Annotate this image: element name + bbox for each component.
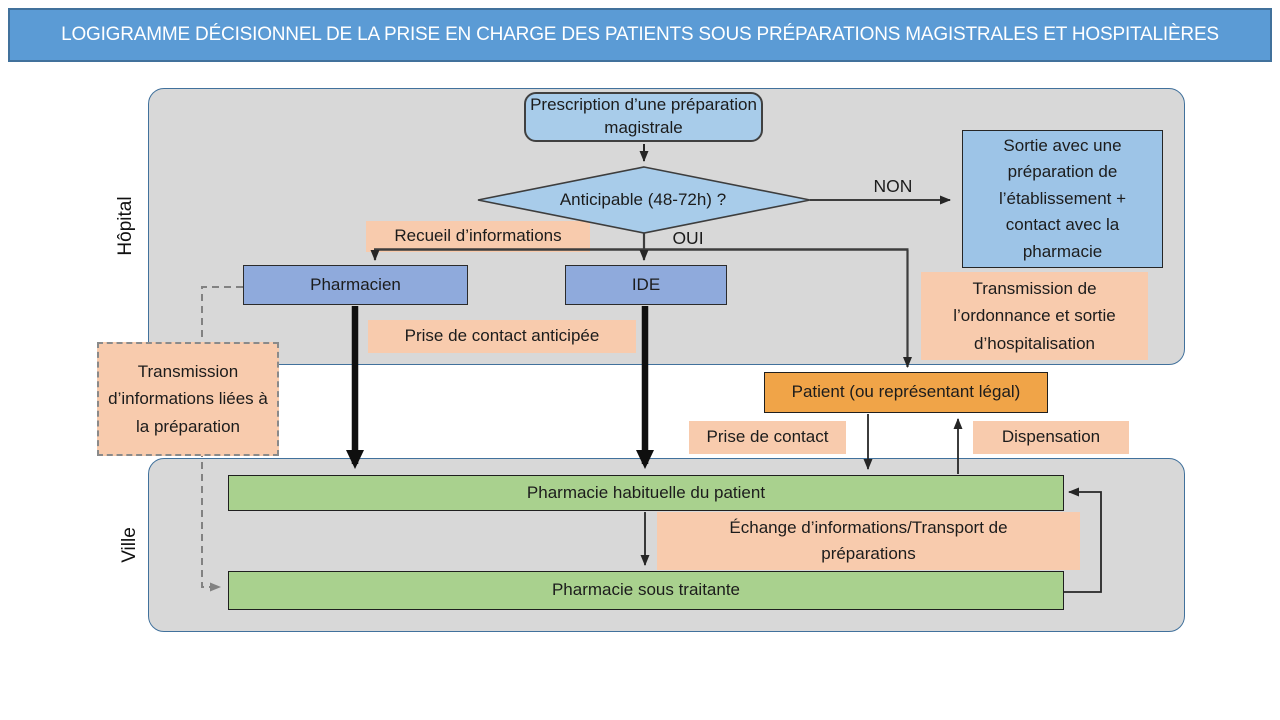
node-pharmacie-habituelle: Pharmacie habituelle du patient bbox=[228, 475, 1064, 511]
label-echange-informations-transport: Échange d’informations/Transport de prép… bbox=[657, 512, 1080, 570]
swimlane-label-ville: Ville bbox=[119, 527, 140, 563]
node-ide: IDE bbox=[565, 265, 727, 305]
node-prescription: Prescription d’une préparation magistral… bbox=[524, 92, 763, 142]
label-prise-de-contact-anticipee: Prise de contact anticipée bbox=[368, 320, 636, 353]
decision-diamond-label: Anticipable (48-72h) ? bbox=[559, 189, 727, 209]
node-patient: Patient (ou représentant légal) bbox=[764, 372, 1048, 413]
node-pharmacien: Pharmacien bbox=[243, 265, 468, 305]
label-transmission-ordonnance: Transmission de l’ordonnance et sortie d… bbox=[921, 272, 1148, 360]
label-oui: OUI bbox=[672, 228, 704, 249]
node-sortie-preparation-etablissement: Sortie avec une préparation de l’établis… bbox=[962, 130, 1163, 268]
page-title: LOGIGRAMME DÉCISIONNEL DE LA PRISE EN CH… bbox=[8, 8, 1272, 62]
label-recueil-informations: Recueil d’informations bbox=[366, 221, 590, 252]
label-non: NON bbox=[873, 176, 913, 197]
label-transmission-informations: Transmission d’informations liées à la p… bbox=[97, 342, 279, 456]
label-dispensation: Dispensation bbox=[973, 421, 1129, 454]
swimlane-label-hopital: Hôpital bbox=[115, 196, 136, 256]
node-pharmacie-sous-traitante: Pharmacie sous traitante bbox=[228, 571, 1064, 610]
label-prise-de-contact: Prise de contact bbox=[689, 421, 846, 454]
